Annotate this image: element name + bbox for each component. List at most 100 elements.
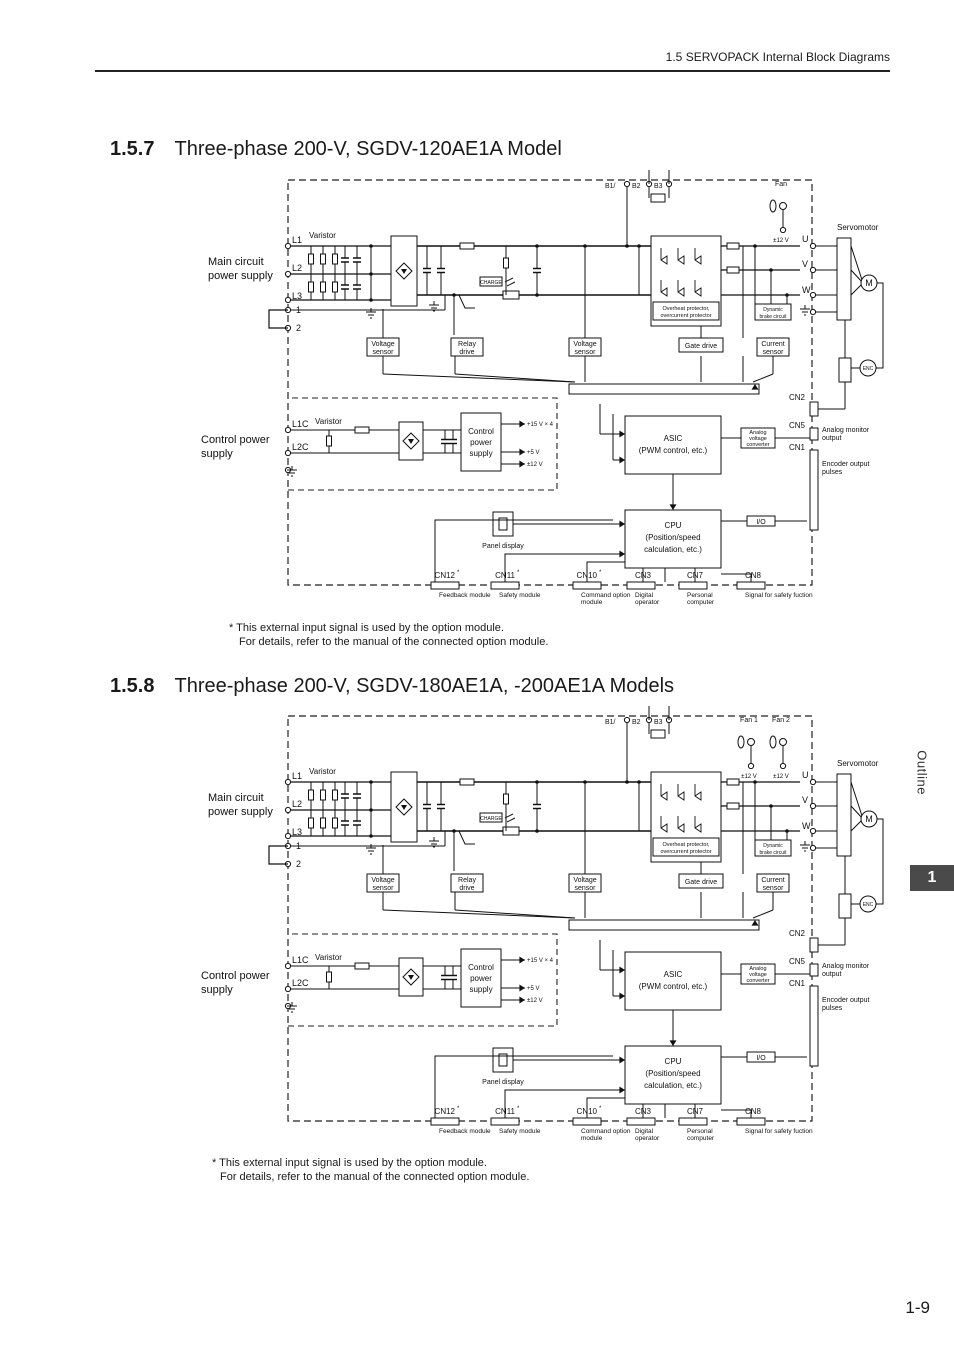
wire bbox=[850, 245, 864, 284]
control-power-label: supply bbox=[469, 449, 492, 458]
cn8-label: CN8 bbox=[745, 1107, 762, 1116]
terminal-u-label: U bbox=[802, 234, 809, 244]
cn10-connector bbox=[572, 1117, 602, 1126]
footnote-star: * bbox=[457, 570, 460, 576]
control-supply-label: Control power bbox=[201, 970, 270, 982]
igbt-symbol bbox=[660, 784, 668, 801]
wire bbox=[752, 909, 774, 919]
fan-voltage-label: ±12 V bbox=[741, 774, 757, 780]
cn8-connector bbox=[736, 581, 766, 590]
led-ray bbox=[506, 281, 516, 287]
terminal-l3-label: L3 bbox=[292, 827, 302, 837]
footnote-star: * bbox=[457, 1106, 460, 1112]
junction-dot bbox=[369, 272, 373, 276]
analog-output-label: output bbox=[822, 435, 842, 442]
overheat-label: overcurrent protector bbox=[660, 849, 711, 855]
encoder-label: ENC bbox=[863, 902, 874, 908]
internal-signal-bus bbox=[568, 383, 760, 395]
box-label: sensor bbox=[372, 349, 394, 356]
terminal bbox=[284, 778, 292, 786]
box-label: drive bbox=[459, 885, 474, 892]
igbt-symbol bbox=[694, 784, 702, 801]
fan-hub bbox=[747, 738, 755, 746]
jumper-wire bbox=[268, 309, 288, 329]
cn2-label: CN2 bbox=[789, 929, 806, 938]
asic-label: (PWM control, etc.) bbox=[639, 982, 708, 991]
safety-signal-line bbox=[721, 1109, 752, 1118]
footnote-star: * bbox=[599, 570, 602, 576]
control-power-label: power bbox=[470, 974, 492, 983]
resistor bbox=[459, 242, 475, 250]
relay-contact bbox=[458, 830, 475, 845]
box-label: Gate drive bbox=[685, 343, 717, 350]
resistor bbox=[320, 281, 326, 293]
box-label: Current bbox=[761, 877, 784, 884]
junction-dot bbox=[535, 293, 539, 297]
bridge-symbol bbox=[402, 968, 420, 986]
terminal bbox=[623, 716, 631, 724]
terminal-b2-label: B2 bbox=[632, 719, 641, 726]
box-label: sensor bbox=[762, 885, 784, 892]
terminal-l1-label: L1 bbox=[292, 771, 302, 781]
analog-converter-label: voltage bbox=[749, 972, 767, 978]
current-sensor-element bbox=[726, 802, 740, 810]
cn12-label: CN12 bbox=[435, 1107, 456, 1116]
dynamic-brake-box bbox=[754, 839, 792, 857]
cpu-label: calculation, etc.) bbox=[644, 545, 702, 554]
footnote-157: * This external input signal is used by … bbox=[229, 621, 548, 649]
igbt-symbol bbox=[694, 280, 702, 297]
led-ray bbox=[506, 817, 516, 823]
wire bbox=[382, 909, 576, 919]
junction-dot bbox=[753, 244, 757, 248]
signal-arrow bbox=[619, 1056, 625, 1064]
resistor bbox=[320, 789, 326, 801]
terminal-l1-label: L1 bbox=[292, 235, 302, 245]
resistor bbox=[332, 817, 338, 829]
terminal-b3-label: B3 bbox=[654, 183, 663, 190]
fan-voltage-label: ±12 V bbox=[773, 238, 789, 244]
regen-jumper bbox=[648, 706, 670, 720]
main-supply-label: Main circuit bbox=[208, 792, 264, 804]
io-label: I/O bbox=[756, 519, 766, 526]
junction-dot bbox=[753, 780, 757, 784]
cn8-connector bbox=[736, 1117, 766, 1126]
resistor bbox=[308, 789, 314, 801]
connector-target-label: Feedback module bbox=[439, 1128, 491, 1135]
junction-dot bbox=[369, 244, 373, 248]
junction-dot bbox=[785, 829, 789, 833]
junction-dot bbox=[637, 780, 641, 784]
signal-arrow bbox=[619, 456, 625, 464]
igbt-symbol bbox=[677, 784, 685, 801]
connector-target-label: Feedback module bbox=[439, 592, 491, 599]
fan-blade bbox=[737, 735, 745, 749]
junction-dot bbox=[583, 780, 587, 784]
dynamic-brake-label: Dynamic bbox=[763, 843, 783, 849]
connector-target-label: computer bbox=[687, 1135, 715, 1142]
terminal-b2-label: B2 bbox=[632, 183, 641, 190]
junction-dot bbox=[583, 244, 587, 248]
cn12-label: CN12 bbox=[435, 571, 456, 580]
overheat-protector-box bbox=[652, 837, 720, 857]
internal-signal-bus bbox=[568, 919, 760, 931]
terminal-b1-label: B1/ bbox=[605, 719, 616, 726]
relay-contact bbox=[458, 294, 475, 309]
terminal-l2-label: L2 bbox=[292, 799, 302, 809]
cn11-connector bbox=[490, 581, 520, 590]
connector-target-label: Safety module bbox=[499, 592, 541, 599]
control-power-boundary bbox=[288, 933, 558, 1027]
terminal bbox=[747, 762, 755, 770]
wire bbox=[850, 781, 864, 820]
resistor bbox=[326, 435, 332, 447]
terminal-l2c-label: L2C bbox=[292, 442, 309, 452]
resistor bbox=[308, 281, 314, 293]
current-sensor-element bbox=[726, 242, 740, 250]
terminal bbox=[809, 844, 817, 852]
section-number: 1.5.7 bbox=[110, 138, 155, 160]
analog-converter-label: voltage bbox=[749, 436, 767, 442]
wire bbox=[382, 373, 576, 383]
running-header: 1.5 SERVOPACK Internal Block Diagrams bbox=[665, 50, 890, 64]
cpu-label: calculation, etc.) bbox=[644, 1081, 702, 1090]
header-rule bbox=[95, 70, 890, 72]
